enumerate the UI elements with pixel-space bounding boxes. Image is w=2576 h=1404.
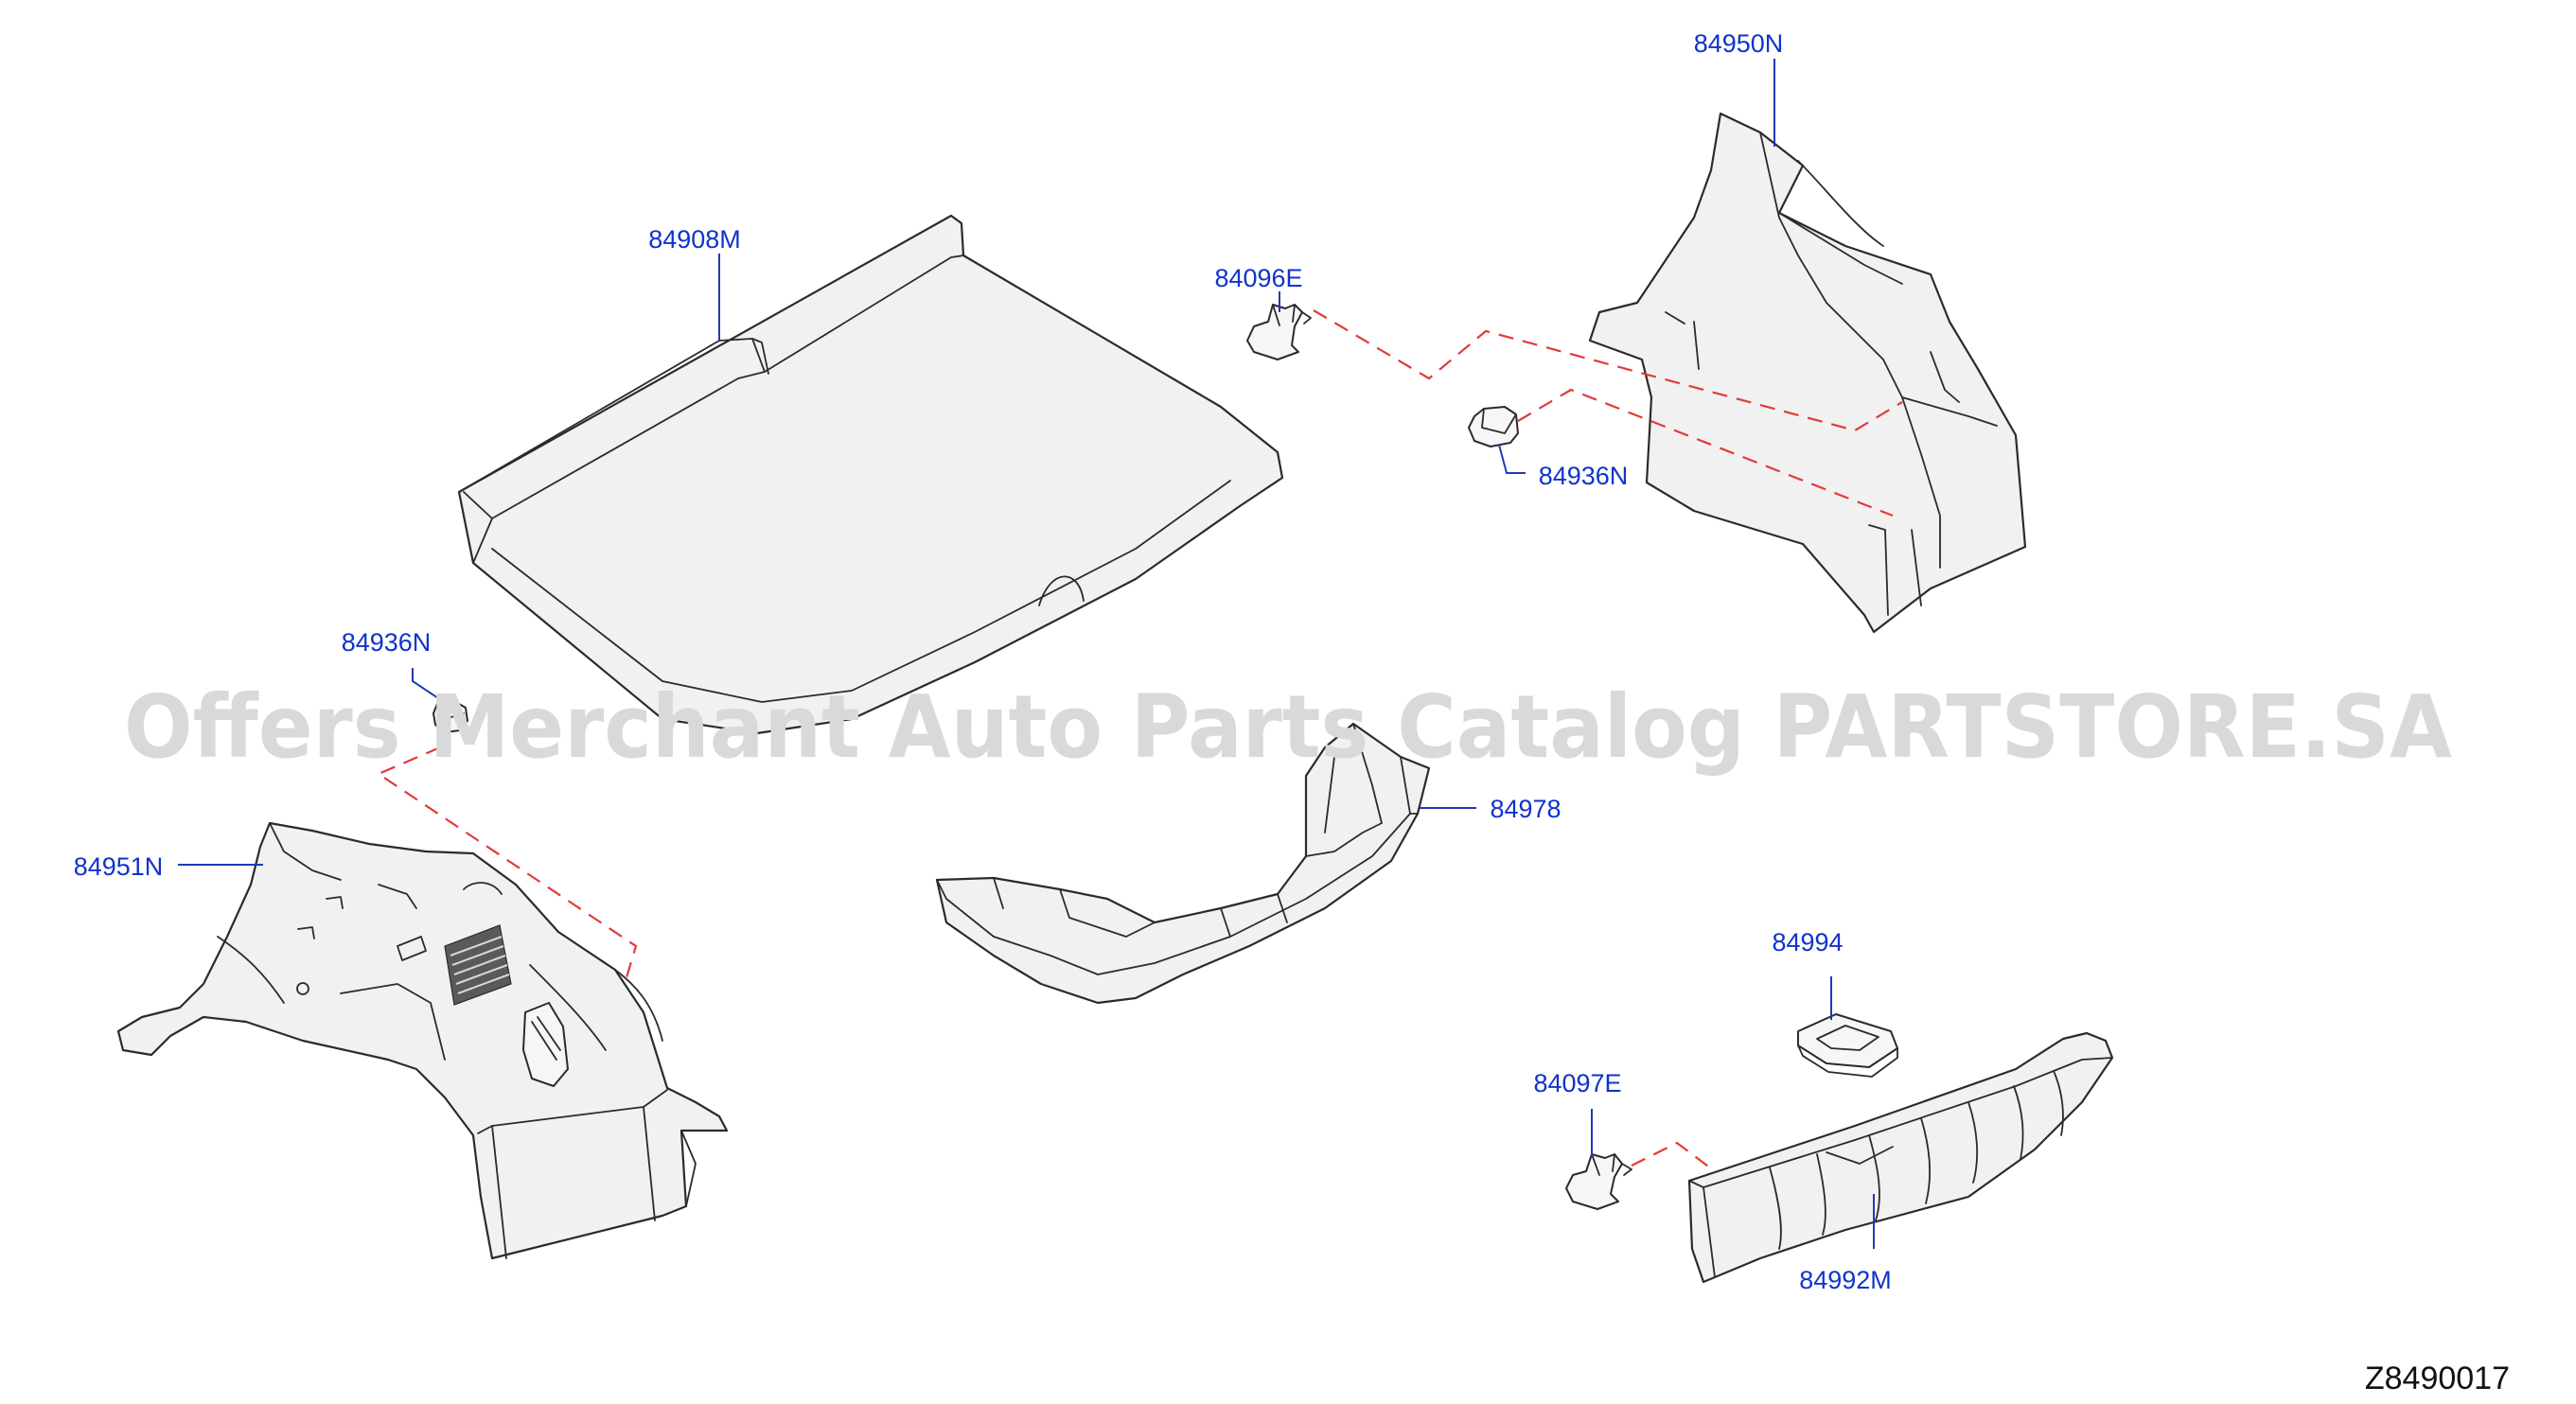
part-84950N-right-side-trim[interactable] bbox=[1588, 112, 2027, 634]
part-84978-center-tray[interactable] bbox=[935, 722, 1431, 1005]
callout-84936N-left[interactable]: 84936N bbox=[342, 628, 432, 657]
dashed-84936N-to-84950N bbox=[1517, 388, 1894, 518]
diagram-code: Z8490017 bbox=[2365, 1360, 2510, 1396]
part-84096E-clip[interactable] bbox=[1246, 304, 1312, 360]
part-84992M-rear-finisher[interactable] bbox=[1687, 1031, 2114, 1284]
part-84936N-clip-right[interactable] bbox=[1468, 406, 1519, 448]
callout-84096E[interactable]: 84096E bbox=[1214, 264, 1302, 292]
part-84951N-left-side-trim[interactable] bbox=[116, 821, 729, 1260]
callout-labels: 84950N 84908M 84096E 84936N 84936N 84951… bbox=[74, 29, 1892, 1294]
callout-84978[interactable]: 84978 bbox=[1490, 795, 1561, 823]
callout-84994[interactable]: 84994 bbox=[1772, 928, 1843, 956]
callout-84951N[interactable]: 84951N bbox=[74, 852, 164, 881]
part-84908M-floor-board[interactable] bbox=[457, 214, 1284, 735]
watermark: Offers Merchant Auto Parts Catalog PARTS… bbox=[124, 676, 2452, 778]
vent-grille bbox=[444, 924, 512, 1006]
callout-84950N[interactable]: 84950N bbox=[1694, 29, 1784, 58]
assembly-lines bbox=[376, 309, 1903, 1172]
part-84994-bracket[interactable] bbox=[1797, 1013, 1898, 1078]
dashed-84096E-to-84950N bbox=[1313, 309, 1903, 432]
callout-84992M[interactable]: 84992M bbox=[1799, 1266, 1892, 1294]
dashed-84097E-to-84992M bbox=[1631, 1141, 1716, 1172]
part-84936N-clip-left[interactable] bbox=[432, 699, 468, 733]
leader-84936N-right bbox=[1498, 444, 1526, 474]
leader-84936N-left bbox=[412, 668, 448, 705]
callout-84936N-right[interactable]: 84936N bbox=[1539, 462, 1629, 490]
dashed-84936N-to-84951N bbox=[376, 746, 638, 985]
leader-lines bbox=[178, 59, 1875, 1249]
callout-84097E[interactable]: 84097E bbox=[1533, 1069, 1621, 1097]
callout-84908M[interactable]: 84908M bbox=[648, 225, 741, 254]
part-84097E-clip[interactable] bbox=[1565, 1153, 1632, 1210]
